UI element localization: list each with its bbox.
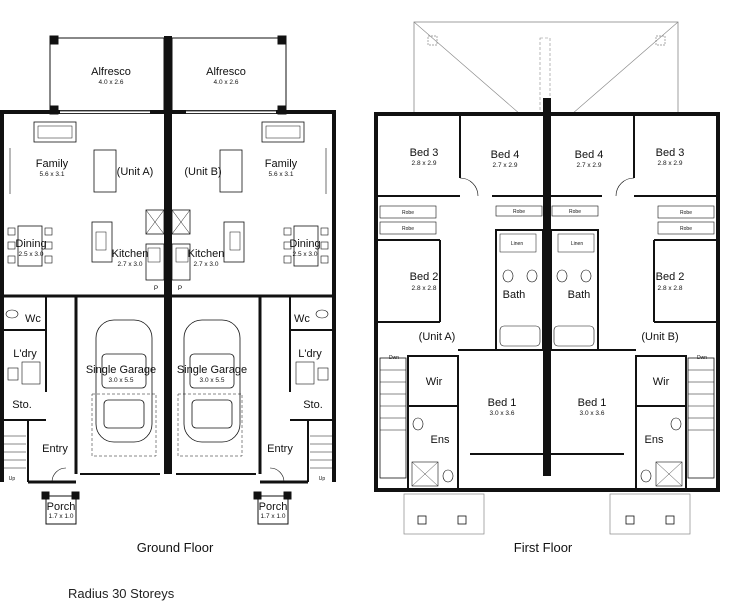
first-floor-title: First Floor — [514, 540, 573, 555]
alfresco-b-size: 4.0 x 2.6 — [214, 79, 239, 86]
bed3-a-size: 2.8 x 2.9 — [412, 160, 437, 167]
family-a-label: Family — [36, 158, 69, 170]
alfresco-a-size: 4.0 x 2.6 — [99, 79, 124, 86]
wir-a-label: Wir — [426, 376, 443, 388]
bed4-b-size: 2.7 x 2.9 — [577, 162, 602, 169]
entry-b-label: Entry — [267, 443, 293, 455]
dining-b-size: 2.5 x 3.0 — [293, 251, 318, 258]
kitchen-a-label: Kitchen — [112, 248, 149, 260]
bed3-b-size: 2.8 x 2.9 — [658, 160, 683, 167]
linen-b-label: Linen — [571, 241, 583, 247]
robe-label-1: Robe — [402, 210, 414, 216]
robe-label-5: Robe — [680, 210, 692, 216]
pantry-b-label: P — [178, 285, 182, 292]
ground-unit-b-label: (Unit B) — [184, 166, 221, 178]
up-a-label: Up — [9, 476, 16, 482]
ground-unit-a-label: (Unit A) — [117, 166, 154, 178]
wc-a-label: Wc — [25, 313, 41, 325]
family-a-size: 5.6 x 3.1 — [40, 171, 65, 178]
porch-b-outline — [257, 495, 289, 525]
dwn-b-label: Dwn — [697, 355, 707, 361]
alfresco-b-label: Alfresco — [206, 66, 246, 78]
porch-a-size: 1.7 x 1.0 — [49, 513, 74, 520]
bed2-b-label: Bed 2 — [656, 271, 685, 283]
bed1-b-size: 3.0 x 3.6 — [580, 410, 605, 417]
first-unit-a-label: (Unit A) — [419, 331, 456, 343]
dining-a-size: 2.5 x 3.0 — [19, 251, 44, 258]
bed1-b-label: Bed 1 — [578, 397, 607, 409]
kitchen-b-size: 2.7 x 3.0 — [194, 261, 219, 268]
car-a — [95, 319, 153, 443]
family-b-size: 5.6 x 3.1 — [269, 171, 294, 178]
kitchen-b-label: Kitchen — [188, 248, 225, 260]
ground-floor-title: Ground Floor — [137, 540, 214, 555]
bed3-a-label: Bed 3 — [410, 147, 439, 159]
first-party-wall — [543, 98, 551, 476]
kitchen-a-size: 2.7 x 3.0 — [118, 261, 143, 268]
bed2-a-size: 2.8 x 2.8 — [412, 285, 437, 292]
porch-a-label: Porch — [47, 501, 76, 513]
bed4-a-label: Bed 4 — [491, 149, 520, 161]
porch-b-label: Porch — [259, 501, 288, 513]
porch-a-outline — [45, 495, 77, 525]
bed3-b-label: Bed 3 — [656, 147, 685, 159]
bed2-a-label: Bed 2 — [410, 271, 439, 283]
dining-a-label: Dining — [15, 238, 46, 250]
robe-label-3: Robe — [513, 209, 525, 215]
car-b — [183, 319, 241, 443]
alfresco-a-label: Alfresco — [91, 66, 131, 78]
first-unit-b-label: (Unit B) — [641, 331, 678, 343]
bath-a-label: Bath — [503, 289, 526, 301]
bed4-a-size: 2.7 x 2.9 — [493, 162, 518, 169]
ens-a-label: Ens — [431, 434, 450, 446]
bed2-b-size: 2.8 x 2.8 — [658, 285, 683, 292]
plan-caption: Radius 30 Storeys — [68, 586, 175, 601]
up-b-label: Up — [319, 476, 326, 482]
ldry-a-label: L'dry — [13, 348, 37, 360]
robe-label-4: Robe — [569, 209, 581, 215]
garage-a-size: 3.0 x 5.5 — [109, 377, 134, 384]
bed4-b-label: Bed 4 — [575, 149, 604, 161]
robe-label-6: Robe — [680, 226, 692, 232]
linen-a-label: Linen — [511, 241, 523, 247]
ldry-b-label: L'dry — [298, 348, 322, 360]
ground-floor-plan — [0, 35, 336, 525]
garage-b-label: Single Garage — [177, 364, 247, 376]
wc-b-label: Wc — [294, 313, 310, 325]
bath-b-label: Bath — [568, 289, 591, 301]
dwn-a-label: Dwn — [389, 355, 399, 361]
bed1-a-size: 3.0 x 3.6 — [490, 410, 515, 417]
sto-a-label: Sto. — [12, 399, 32, 411]
bed1-a-label: Bed 1 — [488, 397, 517, 409]
garage-a-label: Single Garage — [86, 364, 156, 376]
pantry-a-label: P — [154, 285, 158, 292]
family-b-label: Family — [265, 158, 298, 170]
robe-label-2: Robe — [402, 226, 414, 232]
sto-b-label: Sto. — [303, 399, 323, 411]
porch-b-size: 1.7 x 1.0 — [261, 513, 286, 520]
wir-b-label: Wir — [653, 376, 670, 388]
first-floor-plan — [374, 21, 720, 535]
entry-a-label: Entry — [42, 443, 68, 455]
ground-party-wall — [164, 36, 172, 474]
ens-b-label: Ens — [645, 434, 664, 446]
dining-b-label: Dining — [289, 238, 320, 250]
garage-b-size: 3.0 x 5.5 — [200, 377, 225, 384]
